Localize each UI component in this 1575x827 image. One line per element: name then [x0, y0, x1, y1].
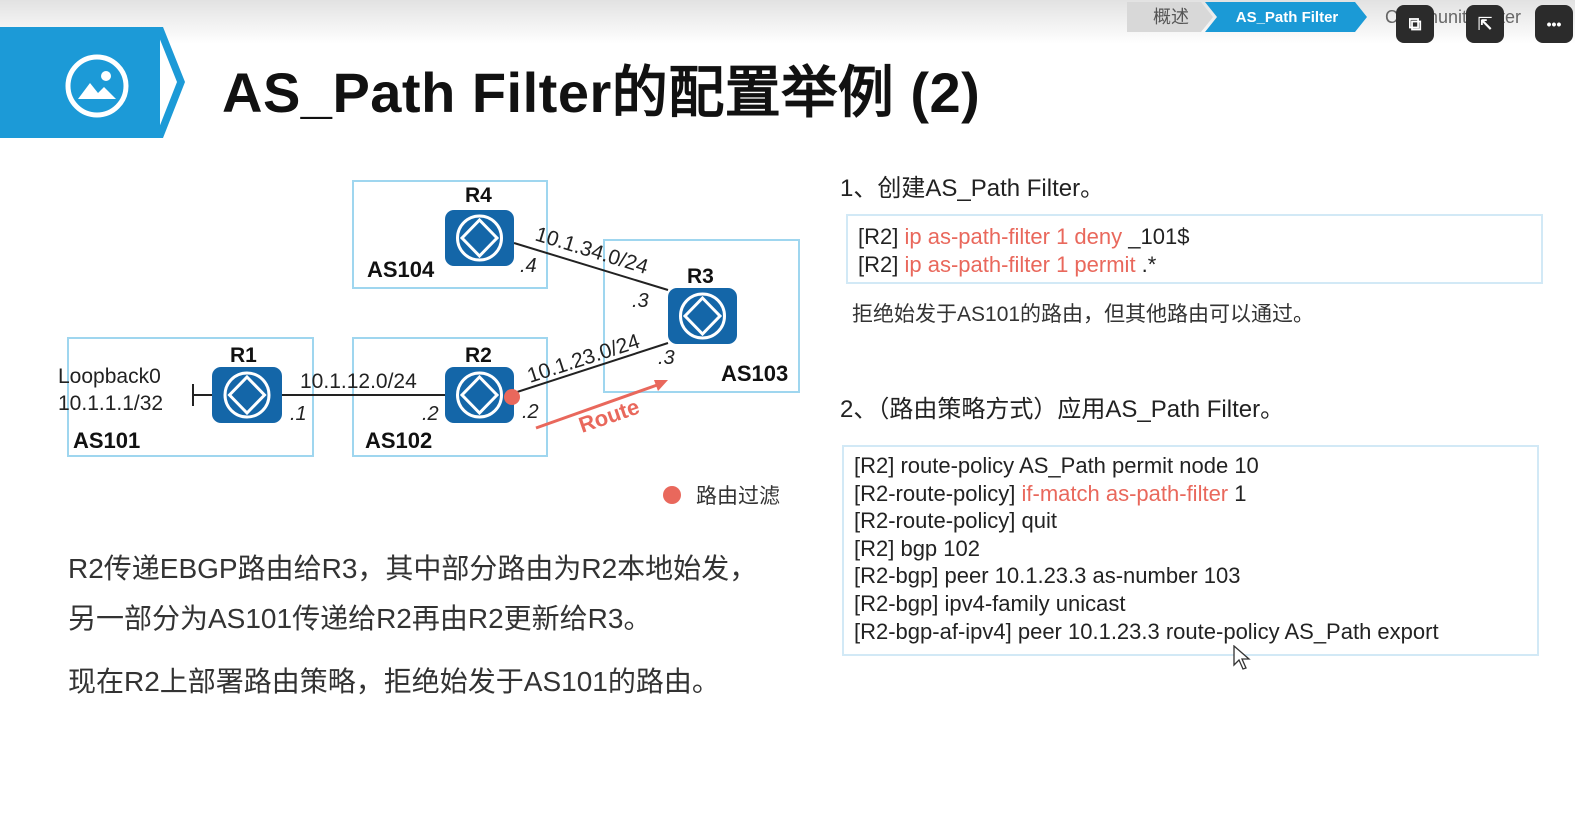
description-line-3: 现在R2上部署路由策略，拒绝始发于AS101的路由。	[68, 666, 720, 697]
loopback-name: Loopback0	[58, 365, 161, 388]
as104-label: AS104	[367, 257, 435, 282]
router-r2-icon	[445, 367, 514, 423]
network-topology-diagram: Route R4 R3 R1 R2 AS104 AS103 AS101 AS10…	[58, 180, 800, 508]
subnet-r4-r3: 10.1.34.0/24	[533, 223, 652, 279]
router-r1-icon	[212, 367, 282, 423]
step1-note: 拒绝始发于AS101的路由，但其他路由可以通过。	[852, 303, 1315, 326]
code-line: [R2] route-policy AS_Path permit node 10	[854, 453, 1259, 478]
header-banner	[0, 27, 160, 138]
step2-heading: 2、（路由策略方式）应用AS_Path Filter。	[840, 396, 1285, 423]
screen-share-icon[interactable]: ⧉	[1396, 5, 1434, 43]
mouse-cursor-icon	[1233, 645, 1251, 670]
subnet-r1-r2: 10.1.12.0/24	[300, 370, 417, 393]
image-icon	[65, 54, 129, 118]
as102-label: AS102	[365, 428, 432, 453]
breadcrumb-item-as-path-filter[interactable]: AS_Path Filter	[1205, 2, 1367, 32]
code-line: [R2] bgp 102	[854, 535, 980, 561]
code-line: [R2-route-policy] if-match as-path-filte…	[854, 480, 1247, 506]
router-r3-label: R3	[687, 265, 714, 288]
code-line: [R2] ip as-path-filter 1 deny _101$	[858, 224, 1190, 249]
svg-text:.1: .1	[290, 403, 307, 425]
page-title: AS_Path Filter的配置举例 (2)	[222, 61, 981, 124]
step1-heading: 1、创建AS_Path Filter。	[840, 175, 1105, 202]
code-line: [R2-bgp-af-ipv4] peer 10.1.23.3 route-po…	[854, 618, 1439, 644]
code-line: [R2] ip as-path-filter 1 permit .*	[858, 251, 1157, 277]
description-line-2: 另一部分为AS101传递给R2再由R2更新给R3。	[68, 603, 652, 634]
banner-chevron	[155, 27, 185, 138]
router-r4-label: R4	[465, 184, 492, 207]
more-icon[interactable]: •••	[1535, 5, 1573, 43]
router-r4-icon	[445, 210, 514, 266]
breadcrumb-item-overview[interactable]: 概述	[1127, 2, 1213, 32]
description-line-1: R2传递EBGP路由给R3，其中部分路由为R2本地始发，	[68, 553, 758, 584]
route-arrow	[535, 382, 661, 430]
legend-label: 路由过滤	[696, 485, 780, 508]
router-r3-icon	[668, 288, 737, 344]
route-filter-dot	[504, 389, 520, 405]
svg-text:.2: .2	[522, 401, 539, 423]
as103-label: AS103	[721, 361, 788, 386]
step1-code-box: [R2] ip as-path-filter 1 deny _101$ [R2]…	[846, 214, 1543, 284]
link-r2-r3	[513, 342, 669, 394]
svg-text:.4: .4	[520, 255, 537, 277]
popout-icon[interactable]: ⇱	[1466, 5, 1504, 43]
code-line: [R2-route-policy] quit	[854, 508, 1057, 534]
breadcrumb-item-community-filter[interactable]: Community Filter	[1385, 7, 1522, 27]
legend-dot	[663, 486, 681, 504]
route-label: Route	[575, 394, 642, 438]
router-r2-label: R2	[465, 344, 492, 367]
link-r4-r3	[513, 242, 669, 291]
step2-code-box: [R2] route-policy AS_Path permit node 10…	[842, 445, 1539, 656]
router-r1-label: R1	[230, 344, 257, 367]
as101-label: AS101	[73, 428, 140, 453]
loopback-address: 10.1.1.1/32	[58, 392, 163, 415]
svg-text:.3: .3	[658, 347, 675, 369]
code-line: [R2-bgp] ipv4-family unicast	[854, 590, 1126, 616]
code-line: [R2-bgp] peer 10.1.23.3 as-number 103	[854, 563, 1241, 589]
svg-text:.2: .2	[422, 403, 439, 425]
svg-text:.3: .3	[632, 290, 649, 312]
